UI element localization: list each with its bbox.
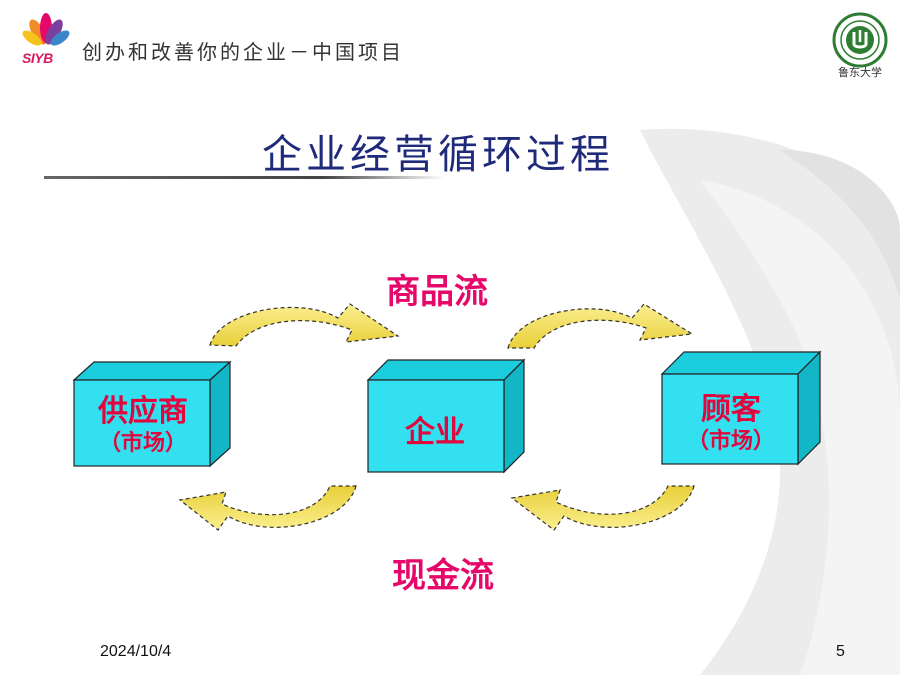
- supplier-box: [72, 360, 232, 468]
- goods-flow-label: 商品流: [386, 272, 488, 312]
- slide-title: 企业经营循环过程: [262, 132, 614, 178]
- university-seal-icon: [832, 12, 888, 68]
- program-title: 创办和改善你的企业－中国项目: [82, 40, 404, 64]
- customer-title: 顾客: [701, 392, 761, 427]
- cash-arrow-customer-to-enterprise: [510, 485, 695, 531]
- customer-subtitle: （市场）: [686, 429, 775, 454]
- customer-label: 顾客 （市场）: [662, 392, 800, 456]
- cash-arrow-enterprise-to-supplier: [178, 485, 357, 531]
- seal-caption: 鲁东大学: [838, 66, 882, 79]
- cash-flow-label: 现金流: [392, 556, 494, 596]
- title-divider: [44, 176, 444, 179]
- footer-date: 2024/10/4: [100, 643, 172, 660]
- enterprise-label: 企业: [368, 415, 502, 451]
- logo-brand-text: SIYB: [22, 50, 53, 66]
- supplier-title: 供应商: [98, 394, 188, 429]
- siyb-logo: SIYB: [18, 10, 74, 70]
- enterprise-title: 企业: [405, 415, 465, 450]
- page-number: 5: [836, 643, 845, 660]
- enterprise-box: [366, 358, 526, 474]
- supplier-subtitle: （市场）: [98, 431, 187, 456]
- flower-logo-icon: [22, 13, 70, 46]
- customer-box: [660, 350, 822, 466]
- goods-arrow-enterprise-to-customer: [507, 303, 694, 349]
- goods-arrow-supplier-to-enterprise: [209, 303, 400, 347]
- supplier-label: 供应商 （市场）: [74, 394, 212, 458]
